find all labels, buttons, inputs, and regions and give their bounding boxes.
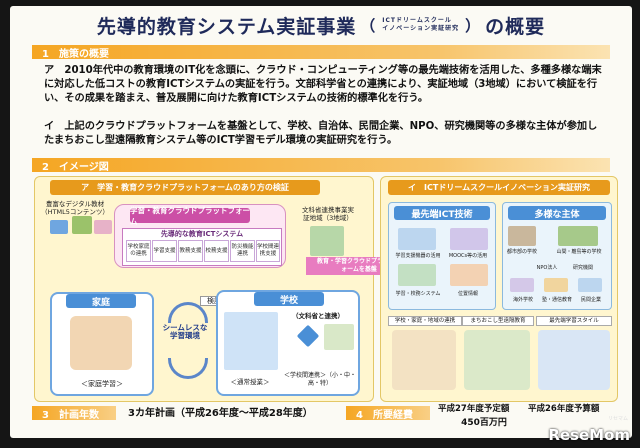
cell-admin: 校務支援 bbox=[204, 240, 229, 262]
system-icon bbox=[398, 264, 436, 286]
actor-2: NPO法人 bbox=[536, 265, 558, 271]
tech-head: 最先端ICT技術 bbox=[394, 206, 490, 220]
actor-4: 海外学校 bbox=[512, 297, 533, 303]
family-illustration-icon bbox=[70, 316, 132, 370]
collab-label: （文科省と連携） bbox=[292, 312, 344, 320]
school-collab-label: ＜学校間連携＞（小・中・高・特） bbox=[283, 372, 356, 387]
watermark-logo: ReseMom bbox=[548, 426, 630, 444]
actors-box bbox=[502, 202, 612, 310]
bottom-item-1: まちおこし型遠隔教育 bbox=[462, 316, 534, 326]
bottom-item-2: 最先端学習スタイル bbox=[536, 316, 612, 326]
platform-arrow-label: 教育・学習クラウドプラットフォームを基盤 bbox=[316, 258, 401, 273]
schools-icon bbox=[324, 324, 354, 350]
learning-device-icon bbox=[398, 228, 436, 250]
ict-system-label: 先導的な教育ICTシステム bbox=[160, 230, 244, 238]
image-right-header: イ ICTドリームスクールイノベーション実証研究 bbox=[388, 180, 610, 195]
title-suffix: の概要 bbox=[485, 15, 546, 38]
actor-6: 民間企業 bbox=[580, 297, 601, 303]
community-illustration-icon bbox=[392, 330, 456, 390]
classroom-illustration-icon bbox=[224, 312, 278, 370]
location-icon bbox=[450, 264, 488, 286]
bottom-item-0: 学校・家庭・地域の連携 bbox=[388, 316, 462, 326]
digital-materials-label: 豊富なデジタル教材（HTML5コンテンツ） bbox=[41, 200, 109, 216]
plan-text: 3カ年計画（平成26年度〜平成28年度） bbox=[128, 408, 313, 419]
budget-fy26-label: 平成26年度予算額 bbox=[528, 404, 600, 414]
actor-5: 塾・通信教育 bbox=[541, 297, 572, 303]
home-learning-label: ＜家庭学習＞ bbox=[81, 380, 123, 388]
rural-school-icon bbox=[558, 226, 598, 246]
cell-disaster: 防災機能連携 bbox=[230, 240, 255, 262]
moocs-icon bbox=[450, 228, 488, 250]
cram-school-icon bbox=[544, 278, 568, 292]
regular-class-label: ＜通常授業＞ bbox=[230, 378, 270, 386]
video-icon bbox=[94, 220, 112, 234]
remote-education-illustration-icon bbox=[464, 330, 530, 390]
section-1-header: 1 施策の概要 bbox=[32, 45, 610, 60]
home-label: 家庭 bbox=[66, 294, 136, 308]
seamless-label: シームレスな学習環境 bbox=[162, 323, 208, 340]
cell-learning: 学習支援 bbox=[152, 240, 177, 262]
watermark-sub: リセマム bbox=[607, 416, 628, 422]
tech-item-3: 位置情報 bbox=[457, 291, 478, 297]
section-4-header: 4 所要経費 bbox=[346, 406, 430, 421]
overview-i: イ 上記のクラウドプラットフォームを基盤として、学校、自治体、民間企業、NPO、… bbox=[44, 121, 598, 146]
section-3-header: 3 計画年数 bbox=[32, 406, 116, 421]
company-icon bbox=[578, 278, 602, 292]
japan-map-icon bbox=[310, 226, 344, 256]
slide-title: 先導的教育システム実証事業 （ ICTドリームスクール イノベーション実証研究 … bbox=[10, 8, 632, 42]
actor-0: 都市部の学校 bbox=[506, 249, 537, 255]
learning-style-illustration-icon bbox=[538, 330, 610, 390]
section-2-header: 2 イメージ図 bbox=[32, 158, 610, 173]
overseas-school-icon bbox=[510, 278, 534, 292]
tech-item-2: 学習・校務システム bbox=[395, 291, 441, 297]
cell-inter-school: 学校間連携支援 bbox=[256, 240, 280, 262]
tech-item-1: MOOCs等の活用 bbox=[448, 253, 488, 259]
book-icon bbox=[72, 216, 92, 234]
actor-1: 山間・離島等の学校 bbox=[556, 249, 602, 255]
tablet-icon bbox=[50, 220, 68, 234]
actor-3: 研究機関 bbox=[572, 265, 593, 271]
overview-a: ア 2010年代中の教育環境のIT化を念頭に、クラウド・コンピューティング等の最… bbox=[44, 65, 602, 104]
tech-box bbox=[388, 202, 496, 310]
cell-academic: 教務支援 bbox=[178, 240, 203, 262]
image-left-header: ア 学習・教育クラウドプラットフォームのあり方の検証 bbox=[50, 180, 320, 195]
budget-amount: 450百万円 bbox=[461, 418, 507, 428]
cell-home-school: 学校家庭の連携 bbox=[126, 240, 151, 262]
actors-head: 多様な主体 bbox=[508, 206, 606, 220]
title-main: 先導的教育システム実証事業 bbox=[96, 15, 357, 38]
title-subtitle: ICTドリームスクール イノベーション実証研究 bbox=[382, 17, 460, 32]
slide: 先導的教育システム実証事業 （ ICTドリームスクール イノベーション実証研究 … bbox=[10, 6, 632, 438]
city-school-icon bbox=[508, 226, 536, 246]
budget-fy27-label: 平成27年度予定額 bbox=[438, 404, 510, 414]
school-label: 学校 bbox=[254, 292, 324, 306]
tech-item-0: 学習支援機器の活用 bbox=[395, 253, 441, 259]
platform-label: 学習・教育クラウドプラットフォーム bbox=[130, 205, 250, 226]
mext-label: 文科省連携事業実証地域（3地域） bbox=[302, 206, 354, 222]
